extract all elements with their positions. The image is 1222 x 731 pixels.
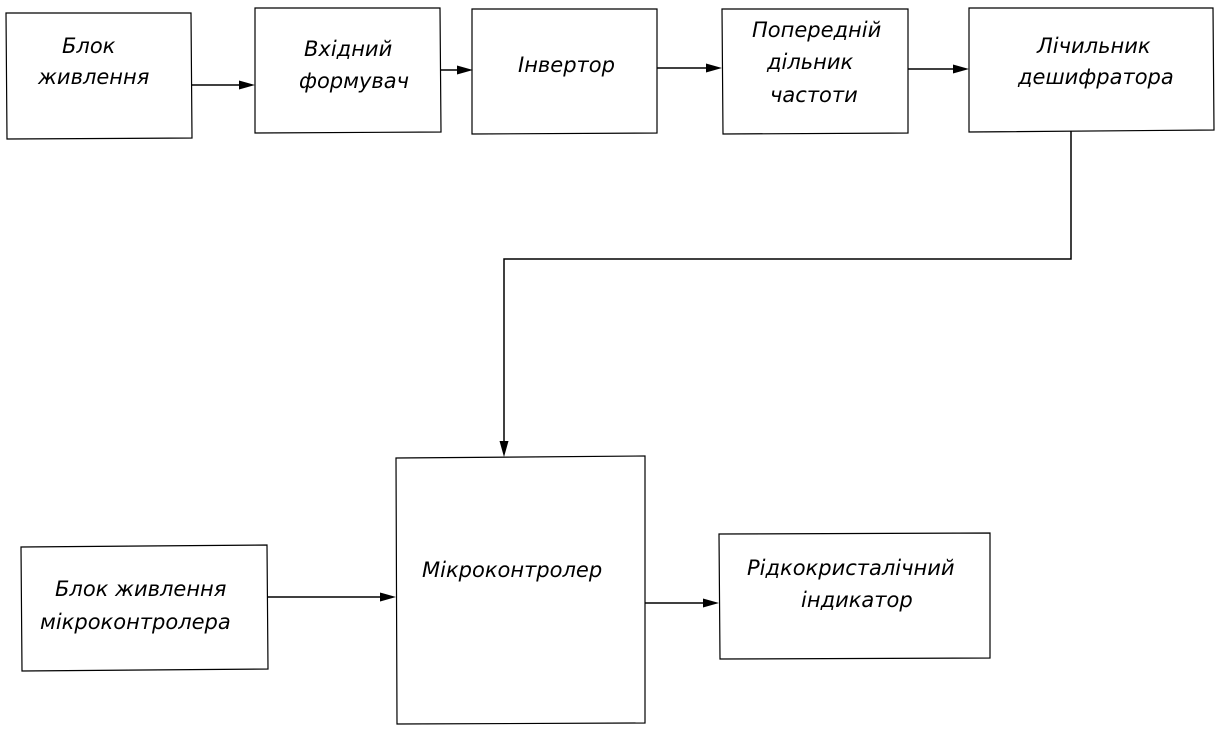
arrowhead-icon bbox=[457, 65, 473, 75]
decoder-counter-label-line2: дешифратора bbox=[1017, 65, 1174, 89]
input-shaper-label-line1: Вхідний bbox=[304, 37, 392, 61]
microcontroller-block: Мікроконтролер bbox=[395, 455, 646, 725]
power-supply-label-line2: живлення bbox=[37, 65, 149, 89]
decoder-counter-box bbox=[968, 7, 1215, 133]
mcu-power-block: Блок живлення мікроконтролера bbox=[20, 544, 269, 672]
power-supply-label-line1: Блок bbox=[62, 34, 116, 58]
arrow-pre-divider-to-decoder-counter bbox=[908, 64, 969, 74]
mcu-power-label-line2: мікроконтролера bbox=[40, 610, 231, 634]
arrow-mcu-power-to-microcontroller bbox=[268, 592, 396, 602]
microcontroller-box bbox=[395, 455, 646, 725]
arrowhead-icon bbox=[499, 441, 509, 457]
pre-divider-block: Попередній дільник частоти bbox=[721, 8, 909, 135]
power-supply-block: Блок живлення bbox=[5, 12, 193, 140]
lcd-block: Рідкокристалічний індикатор bbox=[718, 532, 991, 660]
inverter-label: Інвертор bbox=[518, 53, 615, 77]
pre-divider-label-line2: дільник bbox=[766, 50, 854, 74]
arrowhead-icon bbox=[703, 598, 719, 608]
decoder-counter-block: Лічильник дешифратора bbox=[968, 7, 1215, 133]
input-shaper-box bbox=[254, 7, 442, 134]
arrowhead-icon bbox=[953, 64, 969, 74]
inverter-block: Інвертор bbox=[471, 8, 658, 135]
inverter-box bbox=[471, 8, 658, 135]
pre-divider-box bbox=[721, 8, 909, 135]
pre-divider-label-line1: Попередній bbox=[752, 18, 881, 42]
lcd-box bbox=[718, 532, 991, 660]
arrow-power-to-input-shaper bbox=[192, 80, 255, 90]
arrow-microcontroller-to-lcd bbox=[645, 598, 719, 608]
mcu-power-label-line1: Блок живлення bbox=[55, 577, 226, 601]
arrow-inverter-to-pre-divider bbox=[657, 63, 722, 73]
power-supply-box bbox=[5, 12, 193, 140]
microcontroller-label: Мікроконтролер bbox=[422, 558, 602, 582]
mcu-power-box bbox=[20, 544, 269, 672]
arrowhead-icon bbox=[239, 80, 255, 90]
arrowhead-icon bbox=[706, 63, 722, 73]
decoder-counter-label-line1: Лічильник bbox=[1036, 34, 1151, 58]
lcd-label-line2: індикатор bbox=[801, 588, 913, 612]
arrow-decoder-counter-to-microcontroller bbox=[499, 131, 1072, 457]
lcd-label-line1: Рідкокристалічний bbox=[747, 556, 955, 580]
input-shaper-block: Вхідний формувач bbox=[254, 7, 442, 134]
arrow-input-shaper-to-inverter bbox=[441, 65, 473, 75]
arrowhead-icon bbox=[380, 592, 396, 602]
pre-divider-label-line3: частоти bbox=[770, 83, 858, 107]
input-shaper-label-line2: формувач bbox=[299, 69, 409, 93]
